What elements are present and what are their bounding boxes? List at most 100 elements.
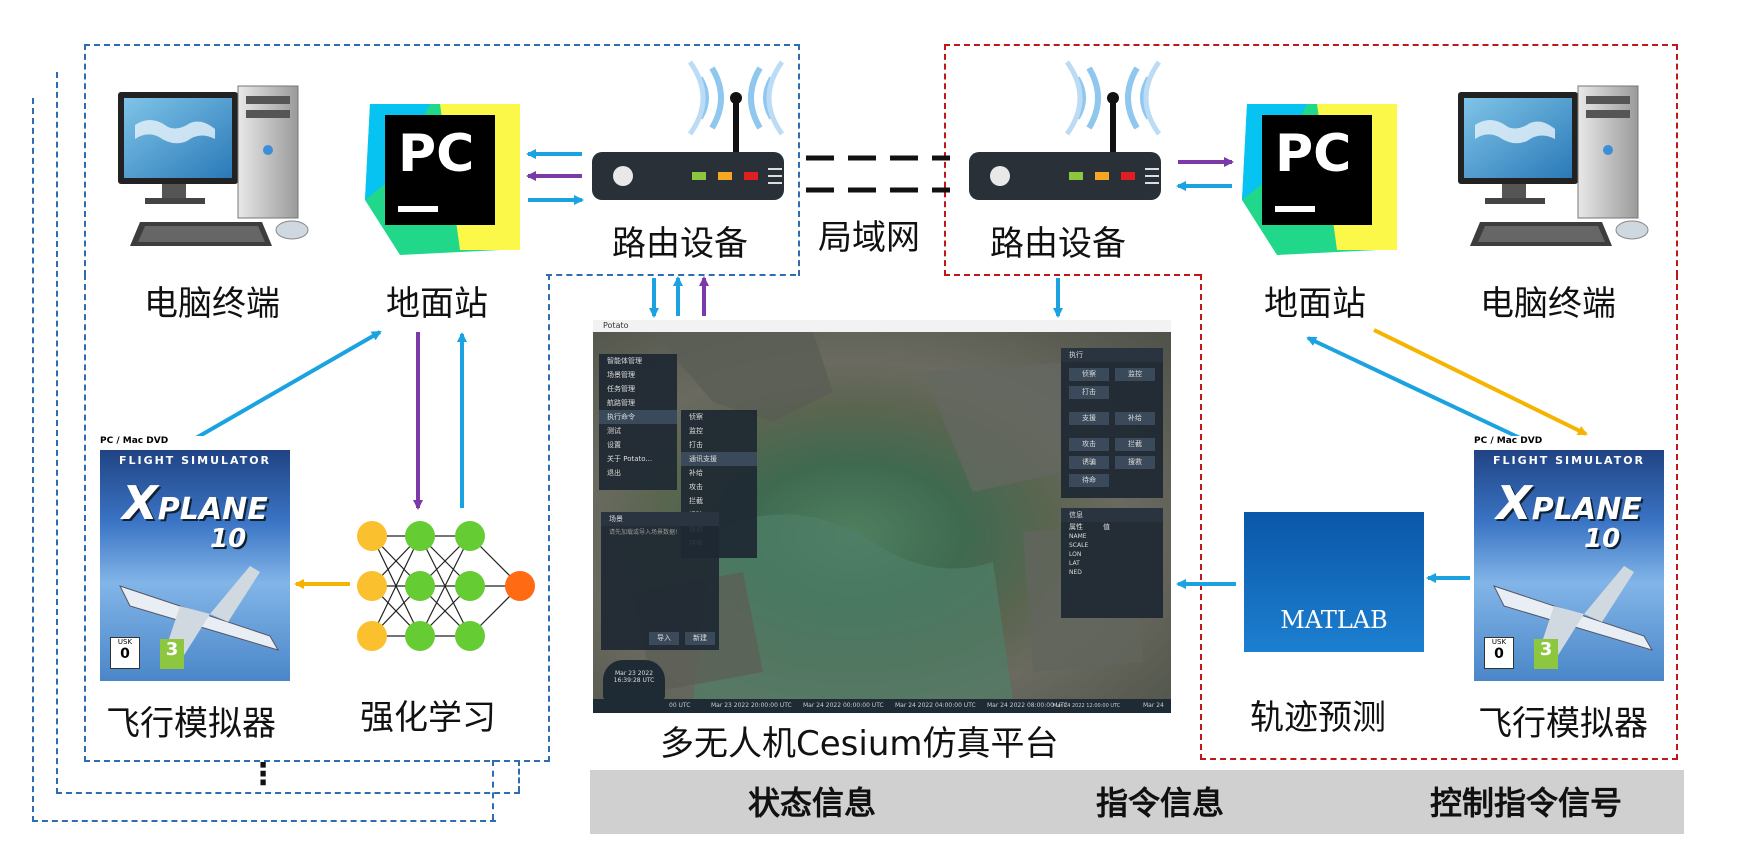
right-group-box-step bbox=[944, 274, 1200, 276]
cesium-titlebar: Potato bbox=[593, 320, 1171, 332]
xplane-version: 10 bbox=[1584, 524, 1621, 554]
timeline-tick: Mar 24 2022 00:00:00 UTC bbox=[803, 702, 884, 709]
pegi-rating-badge: 3 bbox=[1534, 639, 1558, 669]
left-group-box-back1 bbox=[56, 72, 520, 794]
label-ground-station-left: 地面站 bbox=[386, 284, 488, 324]
cesium-scene-panel: 场景 请先加载或导入场景数据! 导入 新建 bbox=[601, 512, 719, 650]
info-header-attr: 属性 bbox=[1069, 523, 1083, 531]
info-row: LAT bbox=[1069, 560, 1080, 567]
cesium-main-menu: 智能体管理 场景管理 任务管理 航路管理 执行命令 测试 设置 关于 Potat… bbox=[599, 354, 677, 490]
info-title: 信息 bbox=[1061, 508, 1163, 522]
stack-ellipsis: ⋮ bbox=[248, 757, 278, 792]
legend-command-label: 指令信息 bbox=[1096, 784, 1225, 822]
arrow-state-sim-to-gs-right bbox=[1306, 336, 1521, 440]
label-ground-station-right: 地面站 bbox=[1264, 284, 1366, 324]
label-lan: 局域网 bbox=[818, 218, 920, 258]
menu-item[interactable]: 智能体管理 bbox=[607, 357, 642, 365]
info-header-value: 值 bbox=[1103, 523, 1110, 531]
label-router-right: 路由设备 bbox=[990, 224, 1126, 264]
exec-button[interactable]: 待命 bbox=[1069, 474, 1109, 487]
timeline-tick: 00 UTC bbox=[669, 702, 691, 709]
label-computer-right: 电脑终端 bbox=[1480, 284, 1616, 324]
info-row: NED bbox=[1069, 569, 1082, 576]
exec-button[interactable]: 打击 bbox=[1069, 386, 1109, 399]
submenu-item[interactable]: 监控 bbox=[689, 427, 703, 435]
exec-button[interactable]: 拦截 bbox=[1115, 438, 1155, 451]
computer-icon-right bbox=[1458, 85, 1649, 246]
submenu-item[interactable]: 侦察 bbox=[689, 413, 703, 421]
xplane-brand: FLIGHT SIMULATOR bbox=[1492, 454, 1646, 467]
timeline-tick: Mar 24 2022 12:00:00 UTC bbox=[1053, 703, 1121, 709]
label-simulator-left: 飞行模拟器 bbox=[106, 704, 276, 744]
submenu-item[interactable]: 拦截 bbox=[689, 497, 703, 505]
import-button[interactable]: 导入 bbox=[649, 632, 679, 645]
legend-bar: 状态信息 指令信息 控制指令信号 bbox=[590, 770, 1684, 834]
legend-state-label: 状态信息 bbox=[748, 784, 877, 822]
xplane-top-strip: PC / Mac DVD bbox=[100, 436, 290, 450]
menu-item[interactable]: 任务管理 bbox=[607, 385, 635, 393]
pycharm-logo-left bbox=[365, 104, 520, 255]
submenu-item[interactable]: 打击 bbox=[689, 441, 703, 449]
label-router-left: 路由设备 bbox=[612, 224, 748, 264]
pycharm-text-left: PC bbox=[398, 124, 475, 184]
left-group-box-back2 bbox=[32, 98, 496, 822]
cesium-timeline[interactable]: 00 UTC Mar 23 2022 20:00:00 UTC Mar 24 2… bbox=[593, 699, 1171, 713]
menu-item[interactable]: 执行命令 bbox=[599, 410, 677, 424]
router-icon-right bbox=[969, 60, 1162, 200]
timeline-tick: Mar 24 bbox=[1143, 702, 1164, 709]
left-group-box-back1-side bbox=[518, 760, 520, 792]
arrow-state-sim-to-gs-left bbox=[195, 330, 382, 440]
info-row: LON bbox=[1069, 551, 1082, 558]
clock-time: 16:39:28 UTC bbox=[613, 677, 655, 684]
info-row: NAME bbox=[1069, 533, 1087, 540]
router-icon-left bbox=[592, 60, 785, 200]
timeline-tick: Mar 24 2022 08:00:00 UTC bbox=[987, 702, 1068, 709]
exec-button[interactable]: 搜救 bbox=[1115, 456, 1155, 469]
new-button[interactable]: 新建 bbox=[685, 632, 715, 645]
right-group-box-bottom bbox=[1200, 274, 1678, 760]
menu-item[interactable]: 退出 bbox=[607, 469, 621, 477]
xplane-name: XPLANE bbox=[122, 476, 268, 530]
info-row: SCALE bbox=[1069, 542, 1089, 549]
exec-title: 执行 bbox=[1061, 348, 1163, 362]
computer-icon-left bbox=[118, 85, 309, 246]
menu-item[interactable]: 测试 bbox=[607, 427, 621, 435]
menu-item[interactable]: 设置 bbox=[607, 441, 621, 449]
xplane-box-right: PC / Mac DVD FLIGHT SIMULATOR XPLANE 10 … bbox=[1474, 436, 1664, 681]
exec-button[interactable]: 诱骗 bbox=[1069, 456, 1109, 469]
menu-item[interactable]: 关于 Potato... bbox=[607, 455, 653, 463]
legend-control-label: 控制指令信号 bbox=[1430, 784, 1623, 822]
scene-hint: 请先加载或导入场景数据! bbox=[609, 529, 678, 536]
menu-item[interactable]: 航路管理 bbox=[607, 399, 635, 407]
submenu-item[interactable]: 通讯支援 bbox=[681, 452, 757, 466]
xplane-top-strip: PC / Mac DVD bbox=[1474, 436, 1664, 450]
cesium-info-panel: 信息 属性 值 NAME SCALE LON LAT NED bbox=[1061, 508, 1163, 618]
timeline-tick: Mar 23 2022 20:00:00 UTC bbox=[711, 702, 792, 709]
exec-button[interactable]: 监控 bbox=[1115, 368, 1155, 381]
pycharm-text-right: PC bbox=[1275, 124, 1352, 184]
neural-network-icon bbox=[357, 521, 535, 651]
menu-item[interactable]: 场景管理 bbox=[607, 371, 635, 379]
label-simulator-right: 飞行模拟器 bbox=[1478, 704, 1648, 744]
cesium-platform-screenshot: Potato 智能体管理 场景管理 任务管理 航路管理 执行命令 测试 设置 关… bbox=[593, 320, 1171, 713]
submenu-item[interactable]: 攻击 bbox=[689, 483, 703, 491]
lan-link bbox=[806, 155, 950, 193]
submenu-item[interactable]: 补给 bbox=[689, 469, 703, 477]
label-rl: 强化学习 bbox=[360, 698, 496, 738]
exec-button[interactable]: 攻击 bbox=[1069, 438, 1109, 451]
xplane-box-left: PC / Mac DVD FLIGHT SIMULATOR XPLANE 10 … bbox=[100, 436, 290, 681]
xplane-brand: FLIGHT SIMULATOR bbox=[118, 454, 272, 467]
exec-button[interactable]: 支援 bbox=[1069, 412, 1109, 425]
xplane-name: XPLANE bbox=[1496, 476, 1642, 530]
exec-button[interactable]: 侦察 bbox=[1069, 368, 1109, 381]
arrow-control-gs-to-sim-right bbox=[1373, 328, 1588, 436]
clock-date: Mar 23 2022 bbox=[614, 670, 654, 677]
matlab-text: MATLAB bbox=[1280, 606, 1388, 634]
cesium-clock-widget[interactable]: Mar 23 2022 16:39:28 UTC bbox=[603, 660, 665, 700]
pegi-rating-badge: 3 bbox=[160, 639, 184, 669]
exec-button[interactable]: 补给 bbox=[1115, 412, 1155, 425]
label-computer-left: 电脑终端 bbox=[144, 284, 280, 324]
